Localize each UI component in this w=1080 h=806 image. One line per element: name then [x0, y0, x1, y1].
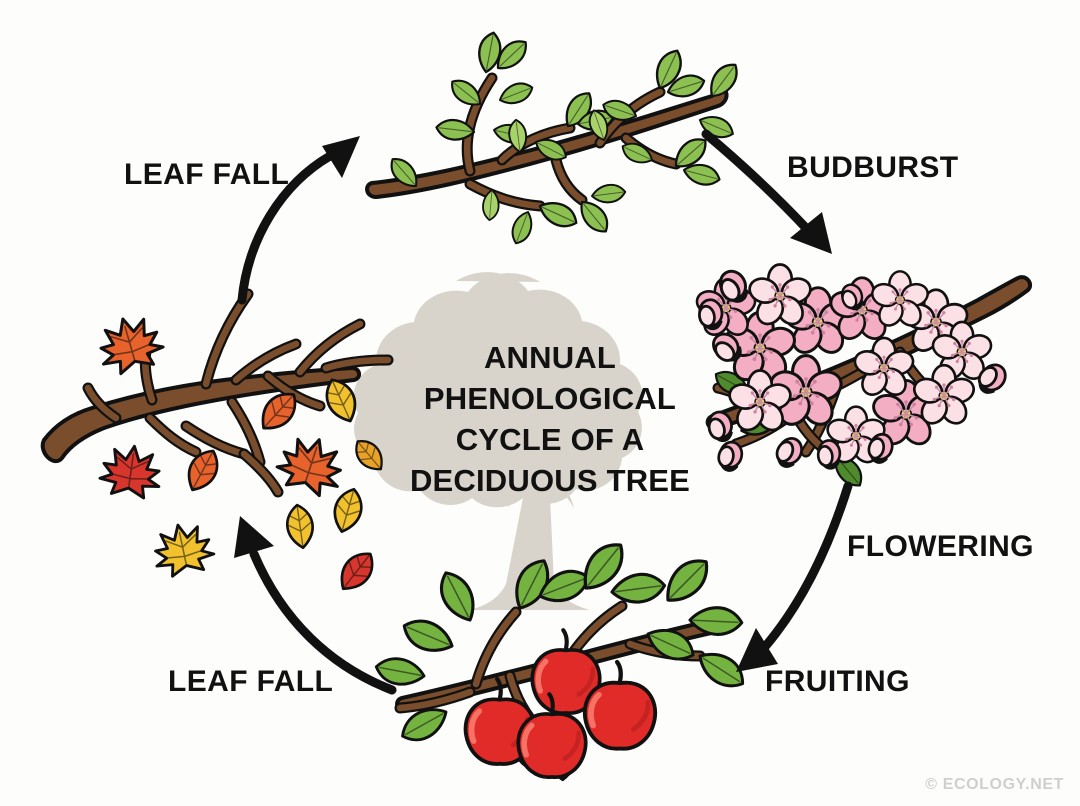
center-tree-silhouette: [353, 272, 643, 610]
branch-flowering: [692, 263, 1033, 493]
arrow-flowering-to-fruiting: [736, 481, 853, 672]
stage-label-fruiting: FRUITING: [765, 665, 910, 698]
branch-leaf-fall: [40, 288, 394, 598]
branch-budburst: [365, 29, 745, 248]
stage-label-leaf-fall-top: LEAF FALL: [124, 158, 290, 191]
branch-fruiting: [372, 534, 752, 782]
watermark: © ECOLOGY.NET: [925, 776, 1064, 793]
stage-label-flowering: FLOWERING: [847, 530, 1034, 563]
stage-label-budburst: BUDBURST: [787, 151, 959, 184]
stage-label-leaf-fall-bottom: LEAF FALL: [168, 665, 334, 698]
arrow-leaf-fall-to-budburst: [237, 136, 360, 305]
cycle-arrows: [234, 129, 853, 695]
arrow-budburst-to-flowering: [701, 129, 832, 254]
arrow-fruiting-to-leaf-fall: [234, 516, 397, 695]
